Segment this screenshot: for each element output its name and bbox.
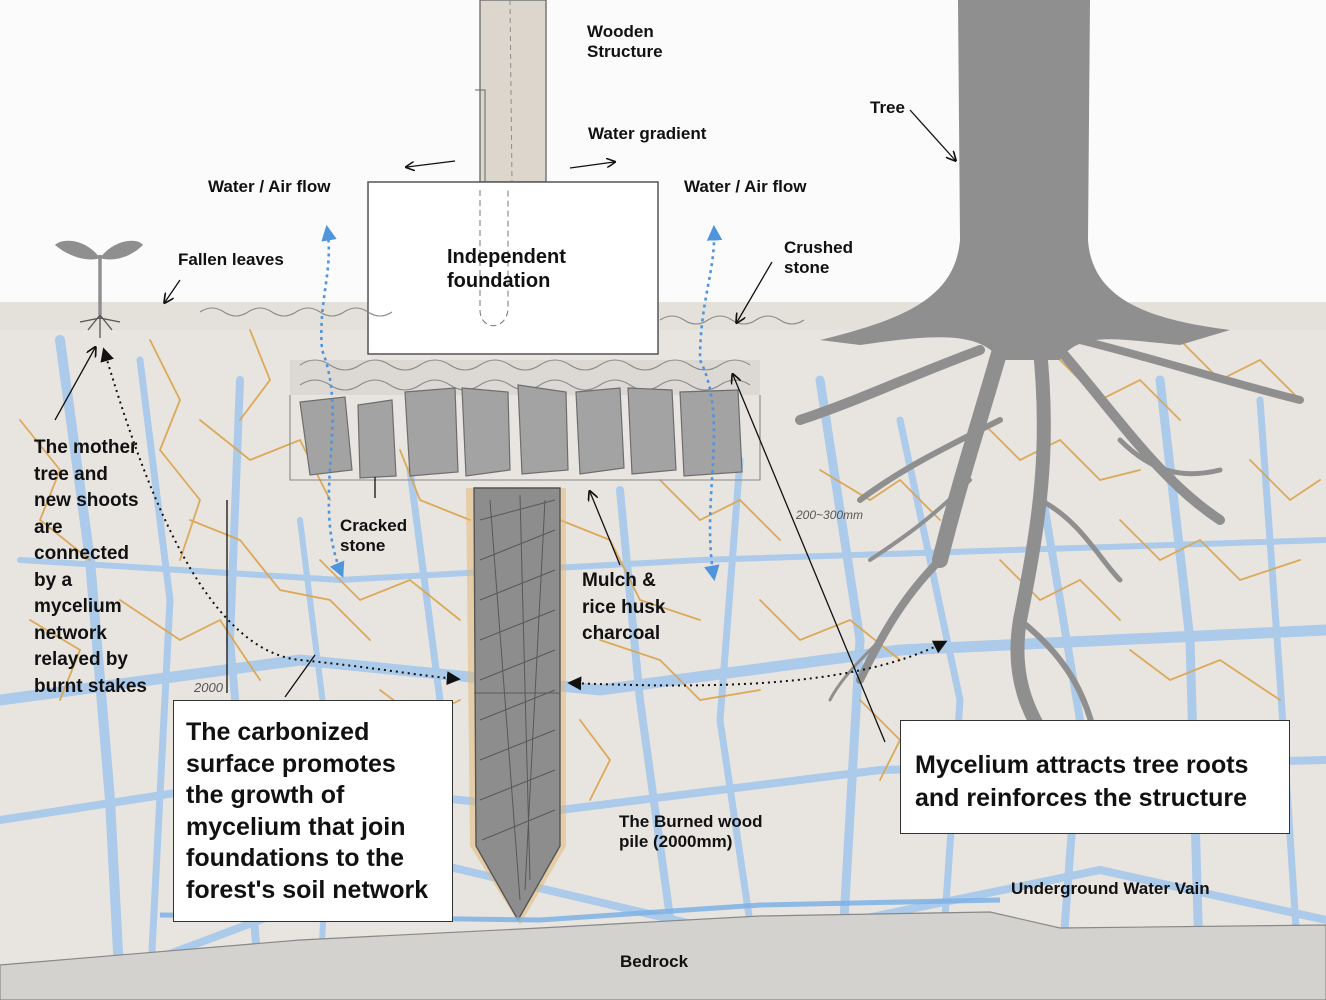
label-fallen-leaves: Fallen leaves xyxy=(178,250,284,269)
label-burned-pile: The Burned wood pile (2000mm) xyxy=(619,812,763,852)
seedling-icon xyxy=(55,240,143,338)
label-water-air-flow-left: Water / Air flow xyxy=(208,177,331,196)
foundation-block xyxy=(367,181,659,355)
sketch-note-dimension: 200~300mm xyxy=(796,508,864,522)
mycelium-connector-right xyxy=(567,640,948,691)
label-water-air-flow-right: Water / Air flow xyxy=(684,177,807,196)
label-crushed-stone: Crushed stone xyxy=(784,238,853,278)
label-wooden-structure: Wooden Structure xyxy=(587,22,663,62)
sketch-note-2000: 2000 xyxy=(194,680,223,695)
label-water-gradient: Water gradient xyxy=(588,124,707,143)
label-independent-foundation: Independent foundation xyxy=(447,246,566,292)
tree-roots xyxy=(795,336,1304,767)
water-flow-arrow-right xyxy=(698,224,723,582)
tree xyxy=(820,0,1230,360)
burned-wood-pile xyxy=(466,487,566,925)
wooden-structure-post xyxy=(479,0,547,183)
label-mother-tree: The mother tree and new shoots are conne… xyxy=(34,437,147,697)
tree-trunk xyxy=(820,0,1230,360)
callout-carbonized-surface: The carbonized surface promotes the grow… xyxy=(173,700,453,922)
water-gradient-left-arrow xyxy=(407,160,456,167)
label-tree: Tree xyxy=(870,98,905,117)
label-underground-water: Underground Water Vain xyxy=(1011,879,1210,898)
label-cracked-stone: Cracked stone xyxy=(340,516,408,556)
callout-mycelium-roots: Mycelium attracts tree roots and reinfor… xyxy=(900,720,1290,834)
leader-lines xyxy=(54,109,955,743)
bedrock xyxy=(0,911,1326,1000)
water-gradient-right-arrow xyxy=(569,162,614,169)
label-bedrock: Bedrock xyxy=(620,952,689,971)
label-mulch: Mulch & rice husk charcoal xyxy=(582,570,666,645)
